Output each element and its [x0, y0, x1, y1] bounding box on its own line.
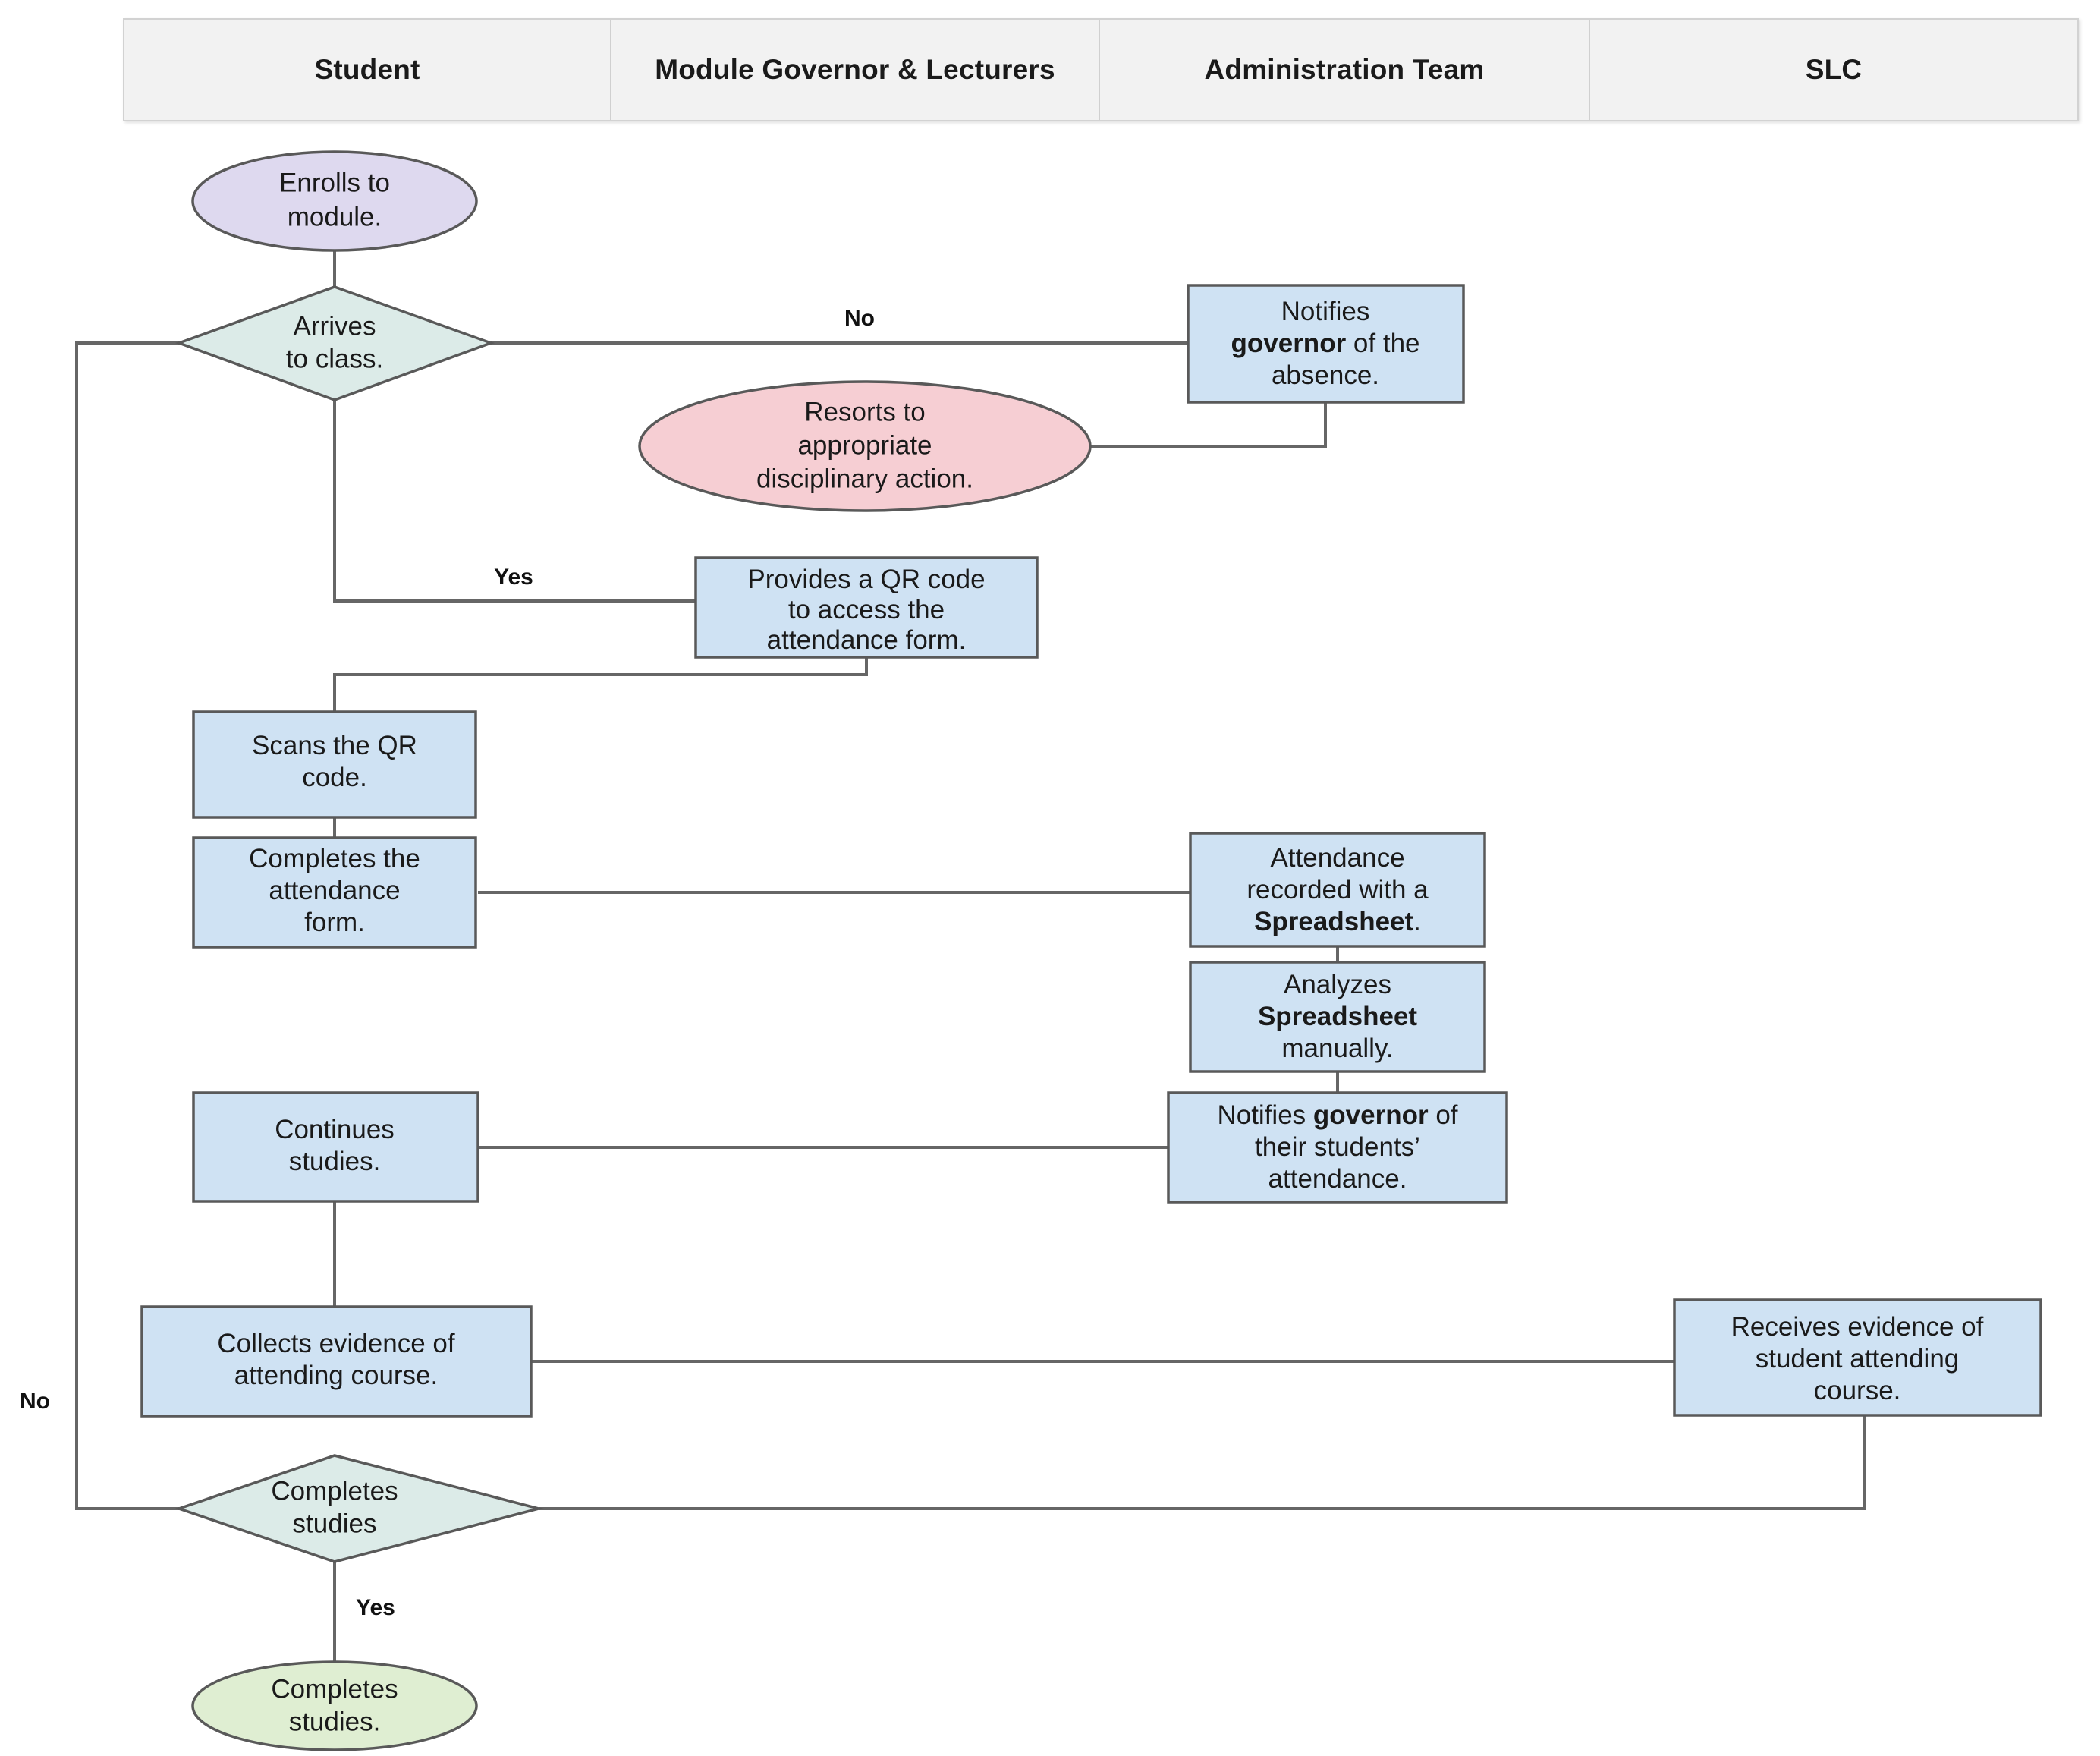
edge-label-completes-no: No [20, 1389, 50, 1414]
qr-code-box [694, 556, 1039, 659]
lane-header-governor: Module Governor & Lecturers [611, 20, 1100, 120]
node-notifies-governor-attendance[interactable]: Notifies governor of their students’ att… [1167, 1091, 1508, 1204]
lane-header-admin: Administration Team [1100, 20, 1590, 120]
notifies-absence-line-2: governor of the [1231, 329, 1420, 358]
completes-form-line-1: Completes the [249, 844, 420, 873]
node-analyzes-spreadsheet[interactable]: Analyzes Spreadsheet manually. [1189, 961, 1486, 1073]
completes-form-box [192, 836, 477, 949]
completes-form-line-3: form. [304, 908, 365, 937]
edge-label-arrives-no: No [844, 306, 875, 331]
lane-header-admin-label: Administration Team [1204, 54, 1485, 86]
enrolls-line-1: Enrolls to [279, 168, 390, 197]
connector-notifies-absence-to-disciplinary [1090, 402, 1327, 448]
node-continues-studies[interactable]: Continues studies. [192, 1091, 479, 1203]
node-enrolls-to-module[interactable]: Enrolls to module. [191, 150, 478, 252]
lane-header-governor-label: Module Governor & Lecturers [655, 54, 1055, 86]
qr-code-line-2: to access the [788, 595, 945, 625]
lane-header-slc-label: SLC [1805, 54, 1863, 86]
connector-completes-no-loop-to-arrives [75, 341, 179, 1510]
notifies-attendance-line-1: Notifies governor of [1217, 1100, 1457, 1130]
disciplinary-line-2: appropriate [797, 430, 932, 460]
lane-header-student-label: Student [314, 54, 420, 86]
lane-header-slc: SLC [1590, 20, 2077, 120]
disciplinary-line-3: disciplinary action. [756, 464, 973, 493]
notifies-absence-line-1: Notifies [1281, 297, 1370, 326]
swimlane-header-row: Student Module Governor & Lecturers Admi… [123, 18, 2079, 121]
completes-end-ellipse [191, 1660, 478, 1751]
qr-code-line-3: attendance form. [767, 625, 967, 655]
arrives-line-2: to class. [286, 344, 383, 373]
analyzes-line-3: manually. [1281, 1034, 1393, 1063]
node-completes-studies-end[interactable]: Completes studies. [191, 1660, 478, 1751]
connector-arrives-yes-to-qr-code [333, 400, 696, 603]
node-completes-attendance-form[interactable]: Completes the attendance form. [192, 836, 477, 949]
notifies-absence-box [1187, 284, 1465, 404]
analyzes-line-2: Spreadsheet [1258, 1002, 1417, 1031]
receives-evidence-line-1: Receives evidence of [1731, 1312, 1984, 1342]
continues-studies-box [192, 1091, 479, 1203]
notifies-attendance-line-2: their students’ [1255, 1132, 1420, 1162]
receives-evidence-line-2: student attending [1756, 1344, 1960, 1374]
collects-evidence-line-2: attending course. [234, 1361, 439, 1390]
receives-evidence-line-3: course. [1814, 1376, 1901, 1405]
node-attendance-recorded[interactable]: Attendance recorded with a Spreadsheet. [1189, 832, 1486, 948]
collects-evidence-box [140, 1305, 533, 1418]
enrolls-line-2: module. [288, 202, 382, 231]
node-disciplinary-action[interactable]: Resorts to appropriate disciplinary acti… [638, 380, 1092, 512]
analyzes-box [1189, 961, 1486, 1073]
connector-qr-code-to-scans-qr [333, 657, 868, 712]
scans-qr-line-2: code. [302, 763, 367, 792]
lane-header-student: Student [124, 20, 611, 120]
attendance-recorded-line-2: recorded with a [1246, 875, 1429, 905]
edge-label-completes-yes: Yes [356, 1595, 395, 1620]
disciplinary-line-1: Resorts to [804, 397, 926, 426]
connector-receives-evidence-to-completes-decision [539, 1415, 1866, 1510]
edge-label-arrives-yes: Yes [494, 565, 533, 590]
completes-decision-diamond [174, 1454, 544, 1563]
node-arrives-to-class[interactable]: Arrives to class. [174, 285, 495, 401]
attendance-recorded-line-1: Attendance [1270, 843, 1404, 873]
connectors [75, 250, 1866, 1663]
node-completes-studies-decision[interactable]: Completes studies [174, 1454, 544, 1563]
enrolls-ellipse [191, 150, 478, 252]
completes-end-line-1: Completes [271, 1674, 398, 1704]
node-receives-evidence[interactable]: Receives evidence of student attending c… [1673, 1298, 2042, 1417]
completes-decision-line-2: studies [293, 1509, 377, 1538]
node-scans-qr-code[interactable]: Scans the QR code. [192, 710, 477, 819]
completes-decision-line-1: Completes [271, 1476, 398, 1506]
scans-qr-line-1: Scans the QR [252, 731, 417, 760]
notifies-absence-line-3: absence. [1272, 360, 1379, 390]
attendance-recorded-box [1189, 832, 1486, 948]
attendance-recorded-line-3: Spreadsheet. [1254, 907, 1421, 936]
disciplinary-ellipse [638, 380, 1092, 512]
notifies-attendance-box [1167, 1091, 1508, 1204]
completes-end-line-2: studies. [289, 1707, 381, 1736]
continues-studies-line-2: studies. [289, 1147, 381, 1176]
node-notifies-governor-absence[interactable]: Notifies governor of the absence. [1187, 284, 1465, 404]
analyzes-line-1: Analyzes [1284, 970, 1391, 999]
node-collects-evidence[interactable]: Collects evidence of attending course. [140, 1305, 533, 1418]
collects-evidence-line-1: Collects evidence of [217, 1329, 454, 1358]
completes-form-line-2: attendance [269, 876, 400, 905]
continues-studies-line-1: Continues [275, 1115, 395, 1144]
arrives-diamond [174, 285, 495, 401]
scans-qr-box [192, 710, 477, 819]
qr-code-line-1: Provides a QR code [747, 565, 985, 594]
notifies-attendance-line-3: attendance. [1268, 1164, 1407, 1194]
node-provides-qr-code[interactable]: Provides a QR code to access the attenda… [694, 556, 1039, 659]
arrives-line-1: Arrives [294, 311, 376, 341]
receives-evidence-box [1673, 1298, 2042, 1417]
